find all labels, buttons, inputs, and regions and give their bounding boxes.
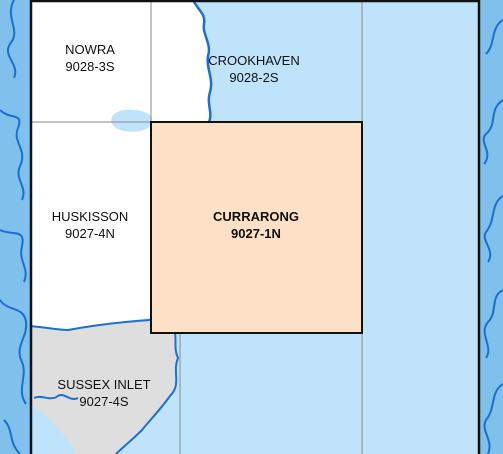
coastline-right	[482, 19, 503, 454]
map-frame	[29, 0, 481, 454]
tile-name: CURRARONG	[213, 209, 299, 224]
tile-name: HUSKISSON	[51, 209, 129, 224]
inlet-coastline	[33, 394, 79, 400]
mainland	[30, 0, 212, 330]
tile-huskisson[interactable]: HUSKISSON 9027-4N	[52, 208, 129, 242]
tile-code: 9027-4S	[79, 394, 129, 409]
land-boundary	[29, 319, 151, 332]
neighbour-coastline	[115, 319, 180, 454]
tile-nowra[interactable]: NOWRA 9028-3S	[65, 41, 115, 75]
tile-name: NOWRA	[65, 42, 115, 57]
tile-code: 9027-1N	[231, 226, 281, 241]
tile-crookhaven[interactable]: CROOKHAVEN 9028-2S	[208, 52, 300, 86]
tile-sussex-inlet[interactable]: SUSSEX INLET 9027-4S	[57, 376, 150, 410]
lagoon	[111, 109, 153, 132]
tile-name: CROOKHAVEN	[208, 53, 300, 68]
tile-currarong[interactable]: CURRARONG 9027-1N	[213, 208, 299, 242]
current-tile[interactable]	[150, 121, 363, 334]
tile-code: 9027-4N	[65, 226, 115, 241]
mainland-coastline	[191, 0, 213, 125]
tile-name: SUSSEX INLET	[57, 377, 151, 392]
tile-code: 9028-3S	[65, 59, 115, 74]
coastline-left	[0, 0, 28, 454]
tile-code: 9028-2S	[229, 70, 279, 85]
neighbour-land	[30, 320, 178, 454]
